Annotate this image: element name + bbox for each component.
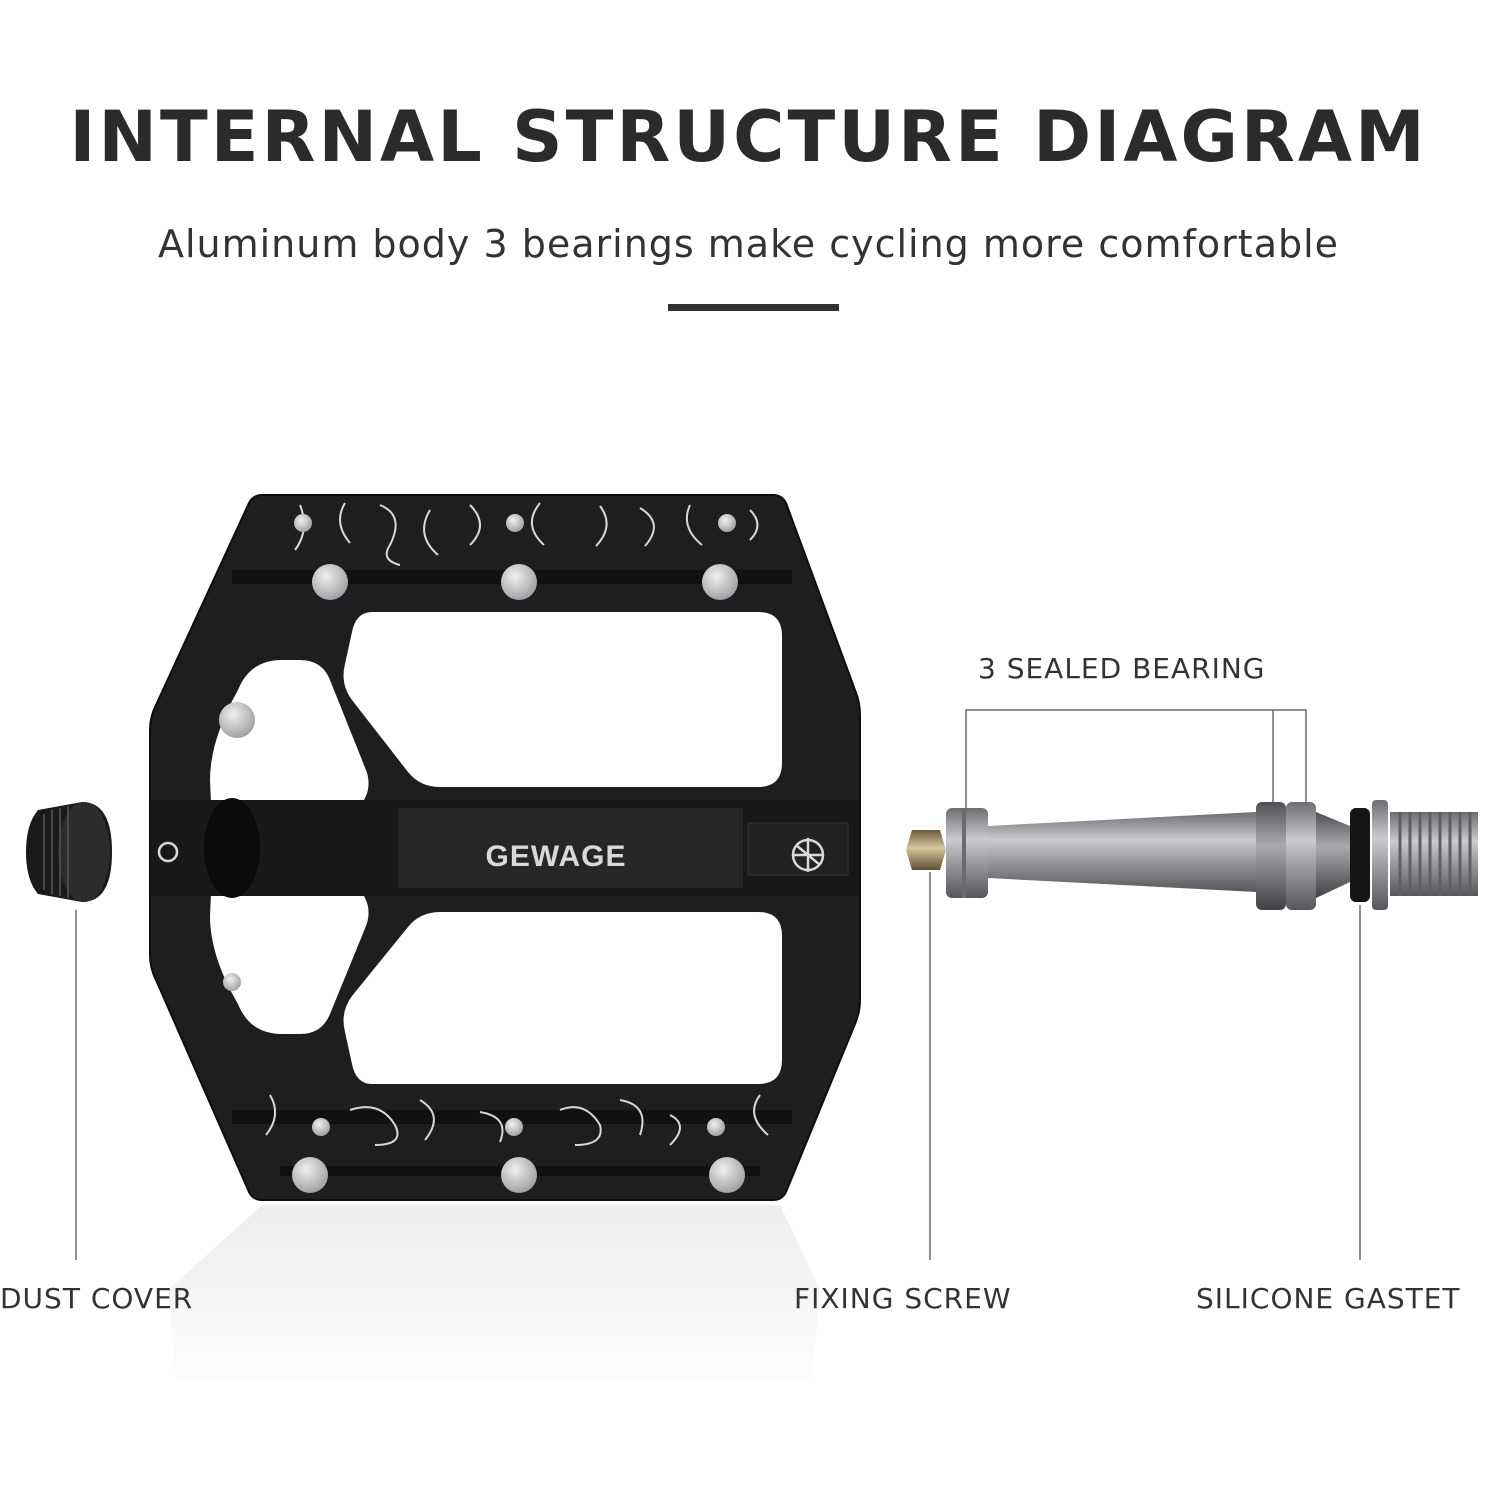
reflection-fade <box>150 1200 850 1400</box>
callout-bearing: 3 SEALED BEARING <box>978 652 1266 685</box>
pin-icon <box>718 514 736 532</box>
spindle-assembly <box>906 800 1478 910</box>
pedal-body <box>149 494 861 1201</box>
silicone-gasket-part <box>1350 808 1370 902</box>
brand-emblem-icon <box>791 838 825 872</box>
torx-bolt-icon <box>501 564 537 600</box>
pedal-pins <box>219 514 745 1193</box>
bearing-1 <box>946 808 988 898</box>
leader-lines <box>75 709 1361 1260</box>
pin-icon <box>294 514 312 532</box>
page-title: INTERNAL STRUCTURE DIAGRAM <box>69 96 1428 178</box>
torx-bolt-icon <box>702 564 738 600</box>
dot-marker-icon <box>157 841 179 863</box>
pin-icon <box>312 1118 330 1136</box>
pin-icon <box>707 1118 725 1136</box>
page-subtitle: Aluminum body 3 bearings make cycling mo… <box>157 222 1340 266</box>
pin-icon <box>223 973 241 991</box>
spindle-shaft <box>988 812 1256 892</box>
torx-bolt-icon <box>219 702 255 738</box>
callout-fixing-screw: FIXING SCREW <box>794 1282 1012 1315</box>
pin-icon <box>506 514 524 532</box>
callout-silicone-gasket: SILICONE GASTET <box>1196 1282 1461 1315</box>
bearing-2 <box>1256 802 1286 910</box>
callout-dust-cover: DUST COVER <box>0 1282 194 1315</box>
torx-bolt-icon <box>292 1157 328 1193</box>
title-divider <box>668 304 839 311</box>
dust-cover-part <box>26 802 112 902</box>
fixing-screw-part <box>906 830 946 870</box>
torx-bolt-icon <box>312 564 348 600</box>
spindle-threads <box>1390 812 1478 896</box>
pin-icon <box>505 1118 523 1136</box>
torx-bolt-icon <box>709 1157 745 1193</box>
bearing-3 <box>1286 802 1316 910</box>
torx-bolt-icon <box>501 1157 537 1193</box>
brand-logo: GEWAGE <box>485 840 626 873</box>
